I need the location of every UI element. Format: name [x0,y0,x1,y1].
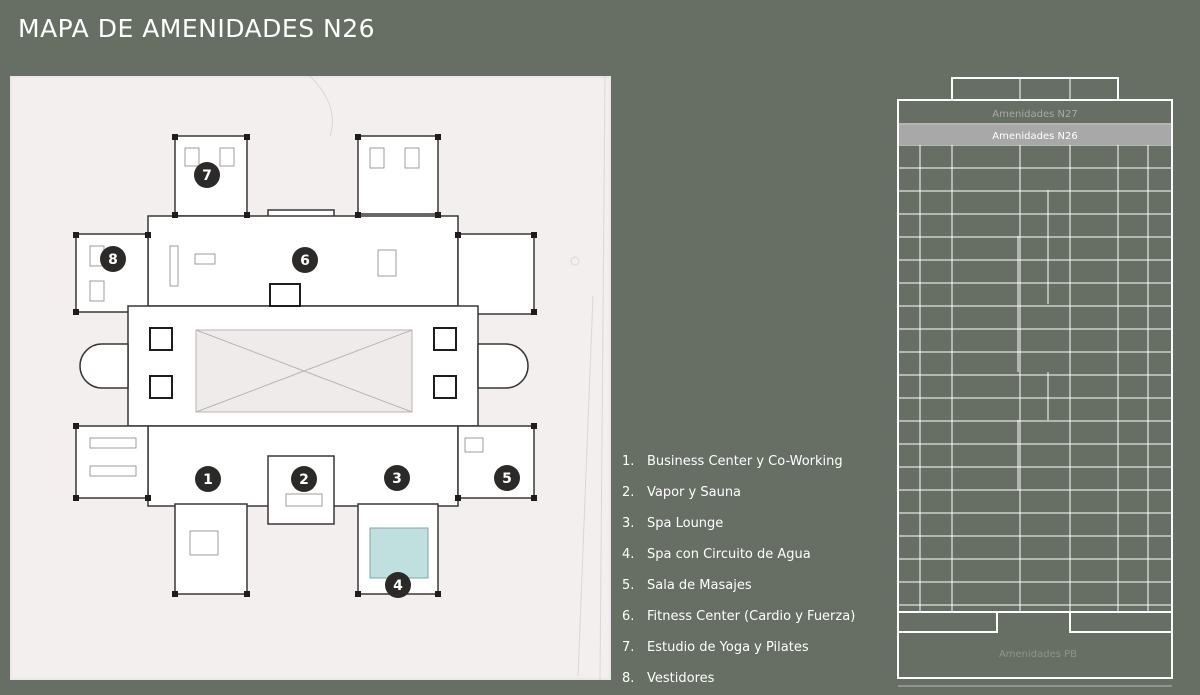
amenities-legend: 1.Business Center y Co-Working 2.Vapor y… [622,446,855,694]
room-marker-6: 6 [292,247,318,273]
legend-item: 6.Fitness Center (Cardio y Fuerza) [622,609,856,624]
room-marker-2: 2 [291,466,317,492]
legend-label: Vapor y Sauna [647,485,742,500]
floor-plan: 7 8 6 1 2 3 5 [10,76,611,680]
legend-item: 1.Business Center y Co-Working [622,454,843,469]
central-atrium [195,329,413,413]
legend-label: Business Center y Co-Working [647,454,843,469]
legend-label: Spa con Circuito de Agua [647,547,811,562]
pool [369,527,429,579]
elevation-grid [898,144,1172,612]
legend-item: 3.Spa Lounge [622,516,724,531]
svg-text:1: 1 [203,472,213,488]
floor-label-n26: Amenidades N26 [992,131,1077,142]
site-lines [309,76,606,680]
room-marker-5: 5 [494,465,520,491]
room-marker-7: 7 [194,162,220,188]
svg-text:4: 4 [393,578,403,594]
legend-label: Fitness Center (Cardio y Fuerza) [647,609,856,624]
legend-label: Spa Lounge [647,516,724,531]
legend-item: 7.Estudio de Yoga y Pilates [622,640,809,655]
columns [73,134,537,597]
room-marker-1: 1 [195,466,221,492]
svg-text:7: 7 [202,168,212,184]
side-stairs [79,343,529,389]
legend-label: Vestidores [647,671,715,686]
room-marker-3: 3 [384,465,410,491]
svg-text:2: 2 [299,472,309,488]
highlighted-floor [899,125,1171,145]
legend-item: 4.Spa con Circuito de Agua [622,547,811,562]
legend-label: Sala de Masajes [647,578,752,593]
legend-item: 8.Vestidores [622,671,715,686]
svg-text:6: 6 [300,253,310,269]
cores [149,283,457,399]
floor-label-n27: Amenidades N27 [992,109,1077,120]
page-title: MAPA DE AMENIDADES N26 [18,14,376,43]
floor-plan-drawing: 7 8 6 1 2 3 5 [73,76,606,680]
floor-label-pb: Amenidades PB [999,649,1077,660]
legend-item: 5.Sala de Masajes [622,578,752,593]
svg-text:8: 8 [108,252,118,268]
room-markers: 7 8 6 1 2 3 5 [100,162,520,598]
legend-label: Estudio de Yoga y Pilates [647,640,809,655]
room-marker-4: 4 [385,572,411,598]
room-marker-8: 8 [100,246,126,272]
svg-text:3: 3 [392,471,402,487]
svg-text:5: 5 [502,471,512,487]
legend-item: 2.Vapor y Sauna [622,485,742,500]
